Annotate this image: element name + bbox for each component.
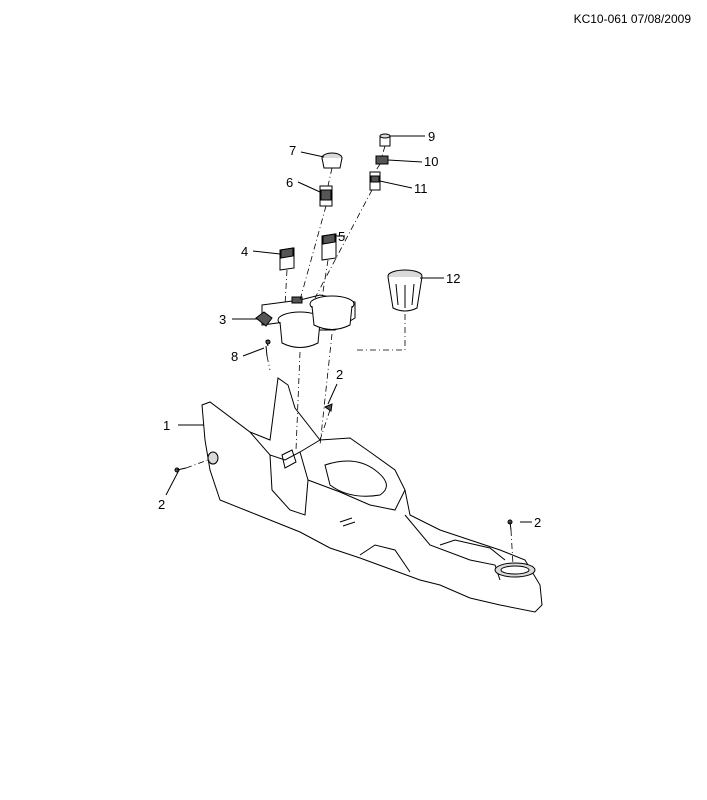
assembly-lines	[185, 145, 514, 566]
leader-lines	[165, 135, 532, 523]
diagram-code: KC10-061 07/08/2009	[573, 12, 691, 26]
screw-2b	[174, 467, 187, 473]
callout-9: 9	[428, 129, 435, 144]
cup-insert-12	[387, 269, 423, 312]
lighter-9	[379, 133, 391, 147]
callout-3: 3	[219, 312, 226, 327]
screw-2c	[507, 519, 513, 531]
callout-2-left: 2	[158, 497, 165, 512]
callout-2-right: 2	[534, 515, 541, 530]
callout-7: 7	[289, 143, 296, 158]
callout-5: 5	[338, 229, 345, 244]
callout-8: 8	[231, 349, 238, 364]
callout-2-top: 2	[336, 367, 343, 382]
switch-4	[279, 247, 295, 271]
lighter-housing-11	[369, 171, 381, 191]
callout-10: 10	[424, 154, 438, 169]
callout-6: 6	[286, 175, 293, 190]
socket-6	[319, 185, 333, 207]
lighter-ring-10	[375, 155, 389, 165]
cap-7	[321, 152, 343, 169]
screw-8	[265, 345, 268, 357]
screw-2a	[323, 403, 333, 412]
callout-labels: 1 2 2 2 3 4 5 6 7 8 9 10 11 12	[158, 129, 541, 530]
callout-11: 11	[414, 181, 428, 196]
switch-5	[321, 233, 337, 261]
callout-4: 4	[241, 244, 248, 259]
callout-1: 1	[163, 418, 170, 433]
cupholder-insert	[255, 294, 356, 348]
callout-12: 12	[446, 271, 460, 286]
console-body	[201, 377, 543, 613]
